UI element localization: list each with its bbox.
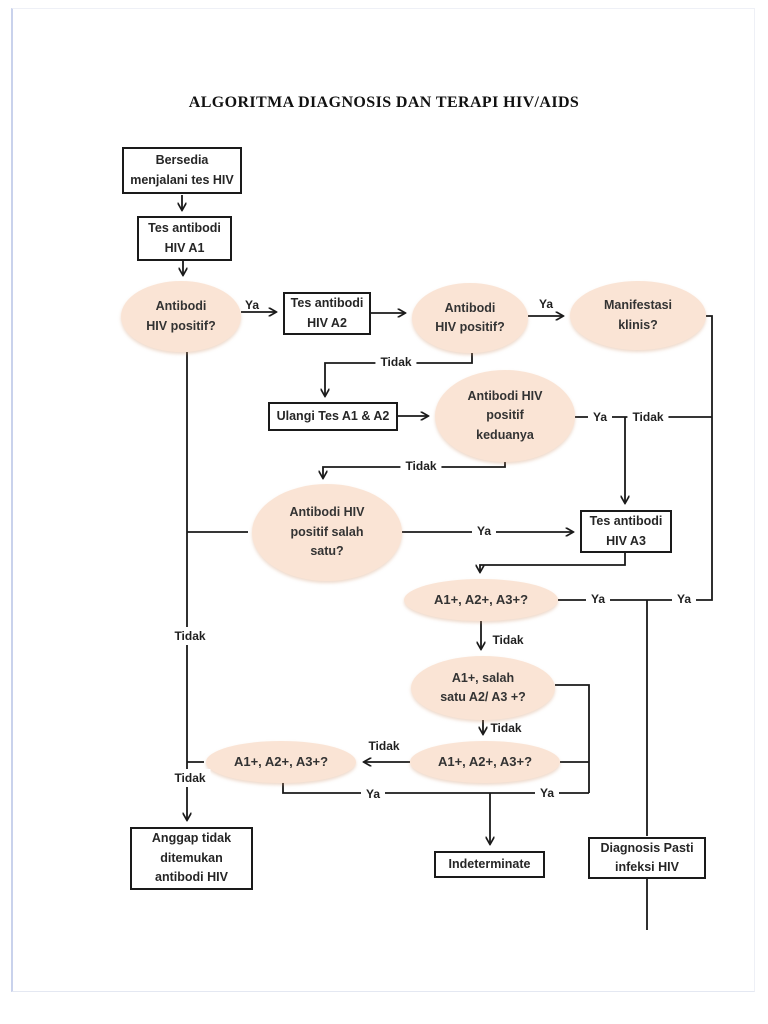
ellipse-a1a2a3-top: A1+, A2+, A3+? — [404, 579, 558, 621]
label-tidak-a123-left: Tidak — [169, 769, 211, 787]
page-title: ALGORITMA DIAGNOSIS DAN TERAPI HIV/AIDS — [188, 94, 580, 111]
box-tes-antibodi-a2: Tes antibodi HIV A2 — [283, 292, 371, 335]
box-bersedia-tes: Bersedia menjalani tes HIV — [122, 147, 242, 194]
box-indeterminate: Indeterminate — [434, 851, 545, 878]
edge-salah-ya-bracket — [555, 684, 590, 793]
label-ya-a123-2: Ya — [671, 590, 697, 608]
label-tidak-a123-top: Tidak — [492, 633, 524, 647]
label-tidak-keduanya: Tidak — [400, 457, 442, 475]
label-ya-keduanya: Ya — [587, 408, 613, 426]
box-tes-antibodi-a3: Tes antibodi HIV A3 — [580, 510, 672, 553]
ellipse-a1a2a3-left: A1+, A2+, A3+? — [206, 741, 356, 783]
label-ya-bottom-right: Ya — [534, 784, 560, 802]
edge-bottom-ya-line — [282, 782, 589, 794]
ellipse-antibodi-positif-1: Antibodi HIV positif? — [121, 281, 241, 352]
ellipse-a1a2a3-right: A1+, A2+, A3+? — [410, 741, 560, 783]
box-diagnosis-pasti: Diagnosis Pasti infeksi HIV — [588, 837, 706, 879]
label-ya-pos1: Ya — [244, 298, 260, 312]
label-ya-pos2: Ya — [538, 297, 554, 311]
ellipse-a1-salah-satu-a2a3: A1+, salah satu A2/ A3 +? — [411, 656, 555, 720]
box-anggap-tidak-ditemukan: Anggap tidak ditemukan antibodi HIV — [130, 827, 253, 890]
label-ya-salah-satu: Ya — [471, 522, 497, 540]
label-ya-a123-1: Ya — [585, 590, 611, 608]
label-tidak-a123-right: Tidak — [368, 739, 400, 753]
ellipse-positif-salah-satu: Antibodi HIV positif salah satu? — [252, 484, 402, 581]
edge-manifestasi-down — [558, 315, 713, 601]
label-tidak-manifestasi: Tidak — [627, 408, 669, 426]
ellipse-antibodi-positif-2: Antibodi HIV positif? — [412, 283, 528, 353]
edge-tesa3-a123top — [480, 553, 626, 572]
box-tes-antibodi-a1: Tes antibodi HIV A1 — [137, 216, 232, 261]
label-tidak-pos2: Tidak — [375, 353, 417, 371]
ellipse-manifestasi-klinis: Manifestasi klinis? — [570, 281, 706, 350]
box-ulangi-tes: Ulangi Tes A1 & A2 — [268, 402, 398, 431]
ellipse-positif-keduanya: Antibodi HIV positif keduanya — [435, 370, 575, 462]
label-ya-bottom-left: Ya — [360, 785, 386, 803]
label-tidak-salah-a2a3: Tidak — [490, 721, 522, 735]
label-tidak-pos1: Tidak — [169, 627, 211, 645]
